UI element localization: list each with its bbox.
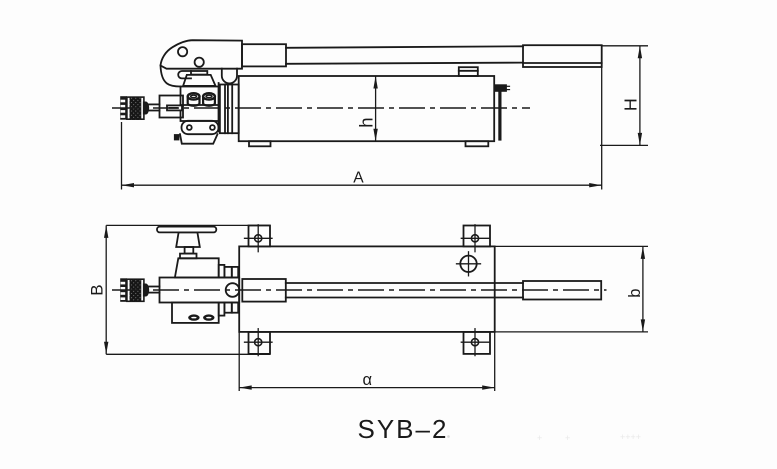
- svg-text:++++: ++++: [620, 432, 641, 442]
- svg-text:+: +: [565, 433, 570, 443]
- svg-text:α: α: [363, 371, 373, 389]
- svg-text:A: A: [353, 170, 364, 187]
- svg-text:b: b: [626, 289, 644, 298]
- svg-text:SYB–2: SYB–2: [358, 414, 449, 444]
- svg-text:h: h: [355, 117, 376, 127]
- svg-text:+: +: [537, 433, 542, 443]
- svg-text:H: H: [620, 98, 640, 111]
- svg-text:B: B: [88, 284, 107, 295]
